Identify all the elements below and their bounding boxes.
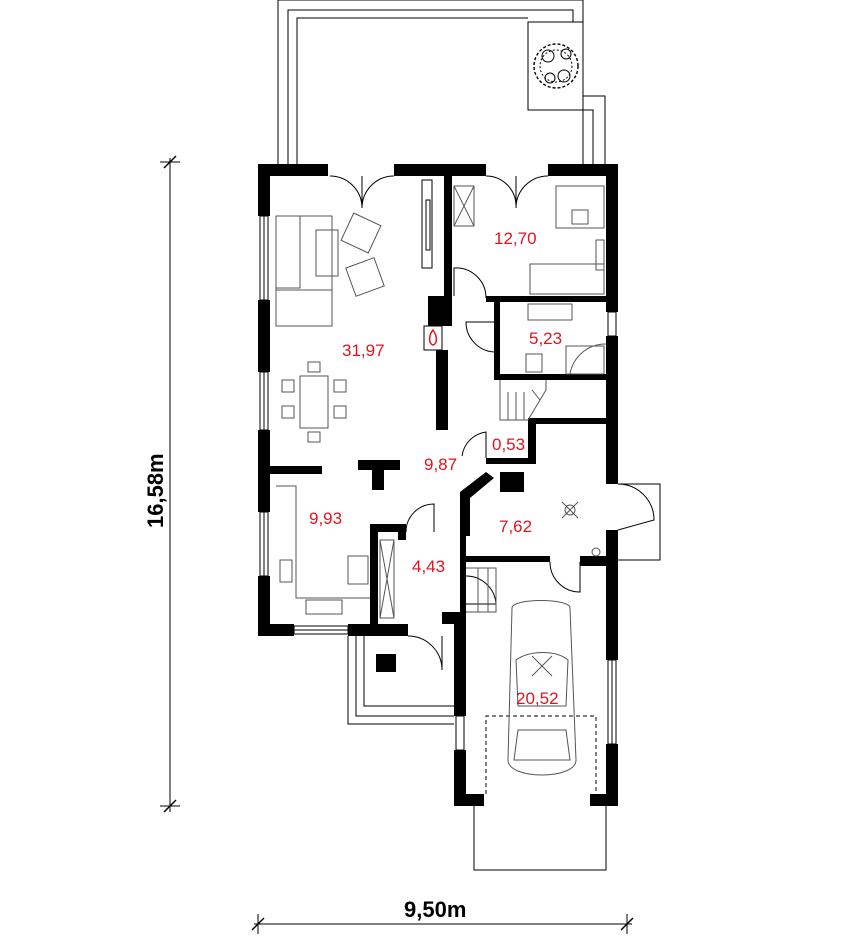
lamp-icon [561,501,579,519]
car-icon [507,600,577,776]
inner-walls [270,176,618,624]
outer-walls [258,164,618,806]
width-dimension: 9,50m [251,897,634,934]
flame-icon [423,325,443,351]
driveway [473,715,607,871]
room-area-living: 31,97 [342,341,385,360]
room-area-hall: 9,87 [424,455,457,474]
stairs [466,380,547,613]
width-label: 9,50m [404,897,466,922]
rear-porch [347,636,454,725]
height-dimension: 16,58m [143,155,180,813]
room-area-entry: 7,62 [499,517,532,536]
tree-icon [533,43,579,89]
doors [329,175,661,671]
room-area-pantry: 4,43 [412,557,445,576]
height-label: 16,58m [143,453,168,528]
terrace [277,0,606,166]
furniture [275,185,607,619]
windows [259,179,617,751]
room-area-kitchen: 9,93 [309,509,342,528]
room-labels: 31,97 12,70 5,23 9,87 0,53 9,93 7,62 4,4… [309,229,562,708]
room-area-garage: 20,52 [516,689,559,708]
room-area-bathroom: 5,23 [529,329,562,348]
room-area-wc: 0,53 [492,435,525,454]
room-area-bedroom: 12,70 [494,229,537,248]
